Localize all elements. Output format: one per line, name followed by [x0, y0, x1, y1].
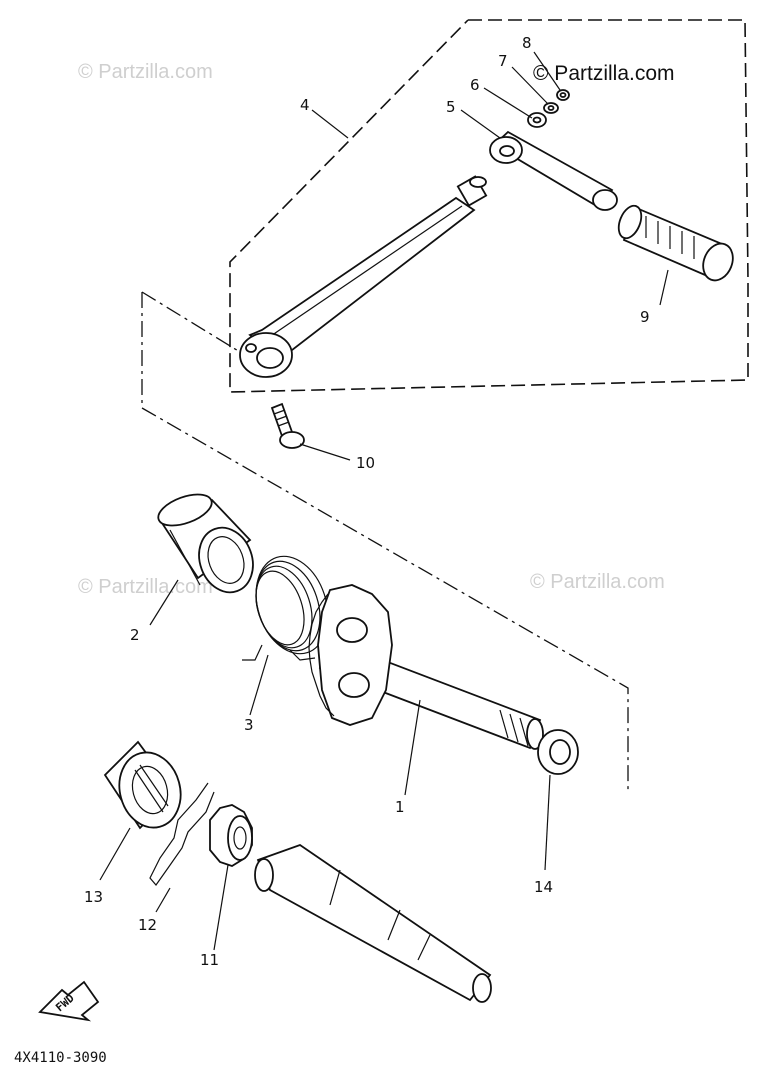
grip [617, 204, 734, 282]
callout-12: 12 [138, 916, 157, 934]
kick-arm [239, 175, 488, 378]
kick-shaft [308, 584, 544, 750]
bearing [537, 729, 579, 775]
callouts: 4 5 6 7 8 9 10 2 3 1 14 13 12 11 [84, 34, 650, 969]
callout-6: 6 [470, 76, 480, 94]
fwd-arrow-icon: FWD [38, 980, 100, 1022]
assembly-outline-4 [229, 19, 749, 393]
leader-lines [99, 51, 669, 951]
kick-clip-hub [103, 740, 182, 830]
watermark-top-right: © Partzilla.com [533, 62, 675, 85]
watermark-mid-left: © Partzilla.com [78, 576, 213, 598]
washer-7 [543, 102, 559, 114]
callout-4: 4 [300, 96, 310, 114]
kick-lever [489, 130, 618, 211]
callout-7: 7 [498, 52, 508, 70]
diagram-code: 4X4110-3090 [14, 1050, 107, 1066]
callout-10: 10 [356, 454, 375, 472]
kick-clip [149, 782, 215, 886]
bolt [270, 402, 305, 449]
callout-3: 3 [244, 716, 254, 734]
callout-8: 8 [522, 34, 532, 52]
washer-6 [527, 112, 547, 128]
output-shaft [254, 843, 492, 1003]
callout-1: 1 [395, 798, 405, 816]
callout-13: 13 [84, 888, 103, 906]
assembly-outline-1 [141, 292, 629, 790]
callout-2: 2 [130, 626, 140, 644]
watermark-top-left: © Partzilla.com [78, 61, 213, 83]
collar [157, 493, 254, 594]
watermark-mid-right: © Partzilla.com [530, 571, 665, 593]
callout-9: 9 [640, 308, 650, 326]
callout-11: 11 [200, 951, 219, 969]
kick-gear [209, 804, 253, 867]
callout-5: 5 [446, 98, 456, 116]
coil-spring [242, 555, 329, 661]
nut-8 [556, 89, 570, 101]
callout-14: 14 [534, 878, 553, 896]
assembly-outline-1-top [141, 291, 241, 353]
